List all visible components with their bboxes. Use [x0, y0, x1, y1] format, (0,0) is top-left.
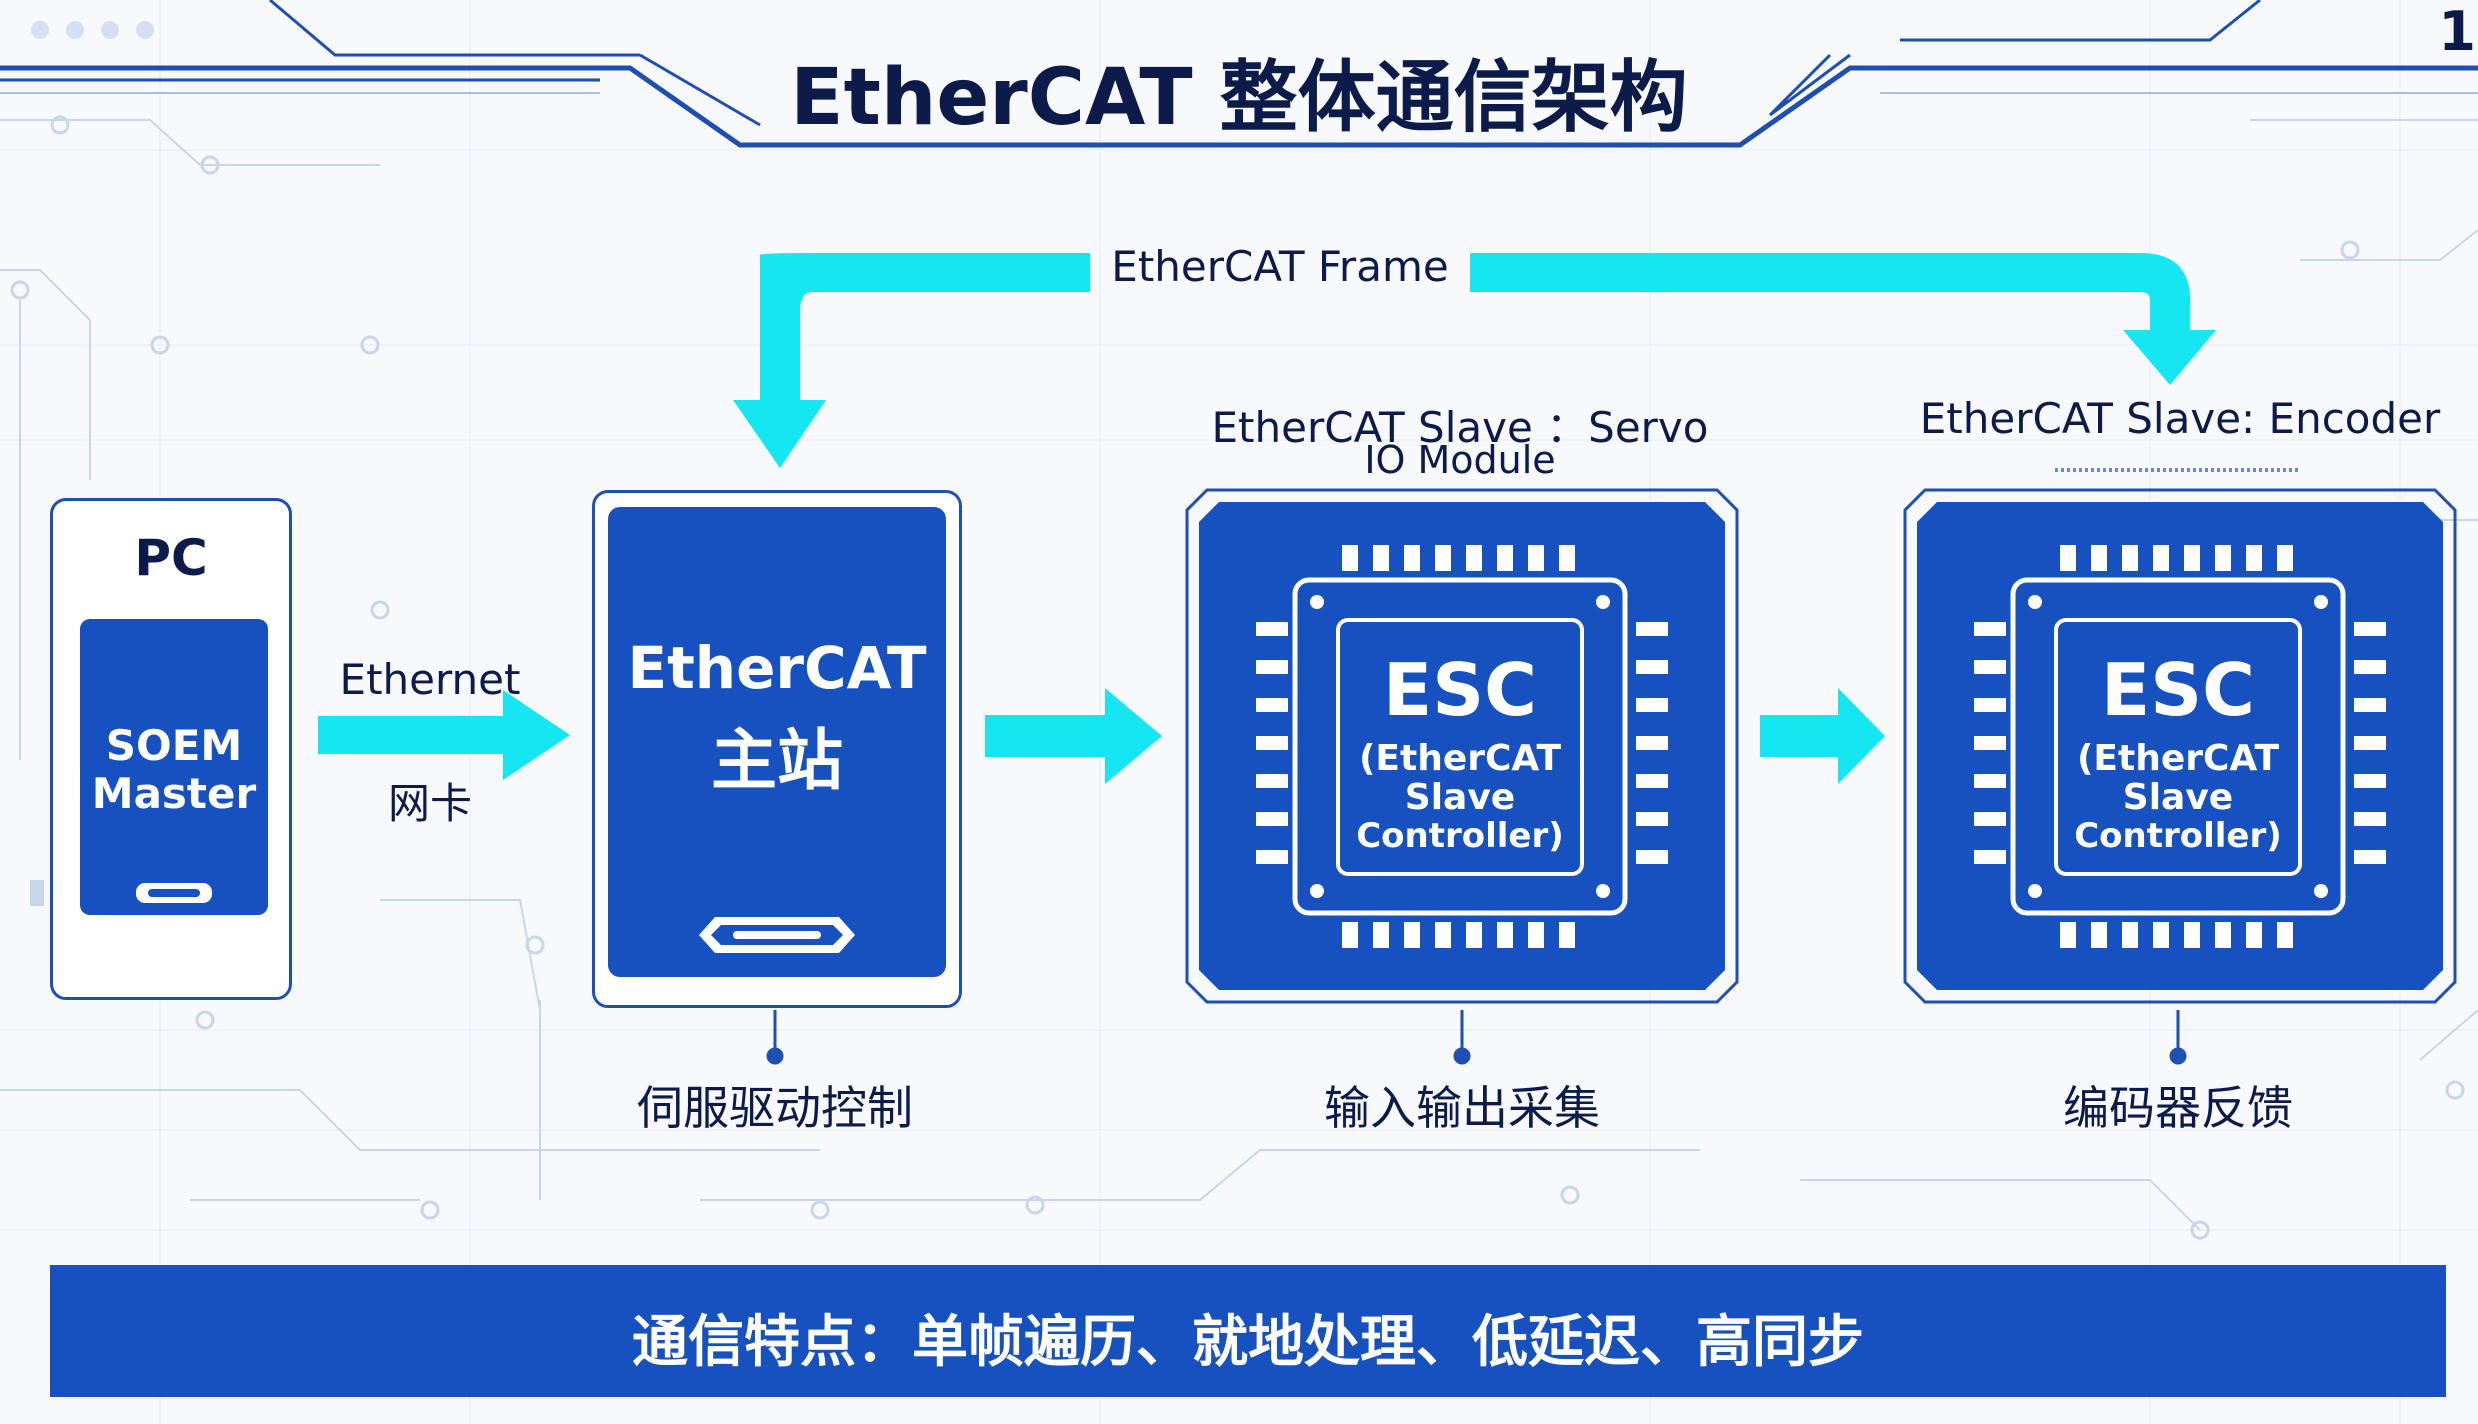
servo-slave-header-line2: IO Module — [1364, 438, 1556, 482]
ethercat-master-panel: EtherCAT 主站 — [608, 507, 946, 977]
ethercat-master-nic-card: EtherCAT 主站 — [592, 490, 962, 1008]
caption-connectors — [766, 1010, 2187, 1065]
ethercat-frame-label: EtherCAT Frame — [1111, 242, 1449, 291]
nic-port-icon — [699, 917, 855, 953]
encoder-slave-module — [1903, 488, 2457, 1004]
header-frame — [0, 65, 2478, 148]
header-dots — [31, 21, 154, 39]
encoder-esc-title: ESC — [2101, 648, 2255, 732]
encoder-esc-line1: (EtherCAT — [2076, 738, 2280, 779]
servo-esc-line2: Slave — [1404, 777, 1516, 818]
pc-side-stub — [30, 880, 44, 906]
arrow-servo-to-encoder — [1760, 688, 1885, 784]
servo-esc-line1: (EtherCAT — [1358, 738, 1562, 779]
encoder-caption: 编码器反馈 — [2063, 1081, 2293, 1135]
servo-slave-header-line1: EtherCAT Slave ：Servo — [1211, 403, 1709, 452]
nic-label: 网卡 — [387, 779, 472, 828]
pc-title: PC — [134, 529, 208, 587]
servo-esc-title: ESC — [1383, 648, 1537, 732]
arrow-master-to-servo — [985, 688, 1162, 784]
ethercat-frame-loop-arrow — [733, 253, 2216, 468]
page-number: 1 — [2438, 0, 2476, 63]
master-label: Master — [91, 769, 257, 818]
ethernet-label: Ethernet — [339, 655, 521, 704]
master-nic-line1: EtherCAT — [627, 634, 927, 702]
circuit-nodes — [10, 115, 2465, 1240]
ethernet-arrow — [318, 690, 570, 780]
soem-label: SOEM — [105, 721, 243, 770]
features-banner-text: 通信特点：单帧遍历、就地处理、低延迟、高同步 — [632, 1310, 1864, 1375]
header-frame-accents — [0, 0, 2261, 127]
master-nic-line2: 主站 — [711, 722, 843, 799]
features-banner: 通信特点：单帧遍历、就地处理、低延迟、高同步 — [50, 1265, 2446, 1397]
encoder-slave-header: EtherCAT Slave: Encoder — [1919, 394, 2441, 443]
circuit-traces — [0, 119, 2478, 1231]
pc-card: PC SOEM Master — [50, 498, 292, 1000]
servo-caption: 输入输出采集 — [1324, 1081, 1600, 1135]
servo-slave-module — [1185, 488, 1739, 1004]
encoder-esc-line3: Controller) — [2074, 816, 2282, 856]
master-caption: 伺服驱动控制 — [637, 1081, 913, 1135]
encoder-esc-line2: Slave — [2122, 777, 2234, 818]
soem-master-panel: SOEM Master — [80, 619, 268, 915]
ethernet-port-icon — [136, 883, 212, 903]
page-title: EtherCAT 整体通信架构 — [790, 53, 1688, 143]
servo-esc-line3: Controller) — [1356, 816, 1564, 856]
